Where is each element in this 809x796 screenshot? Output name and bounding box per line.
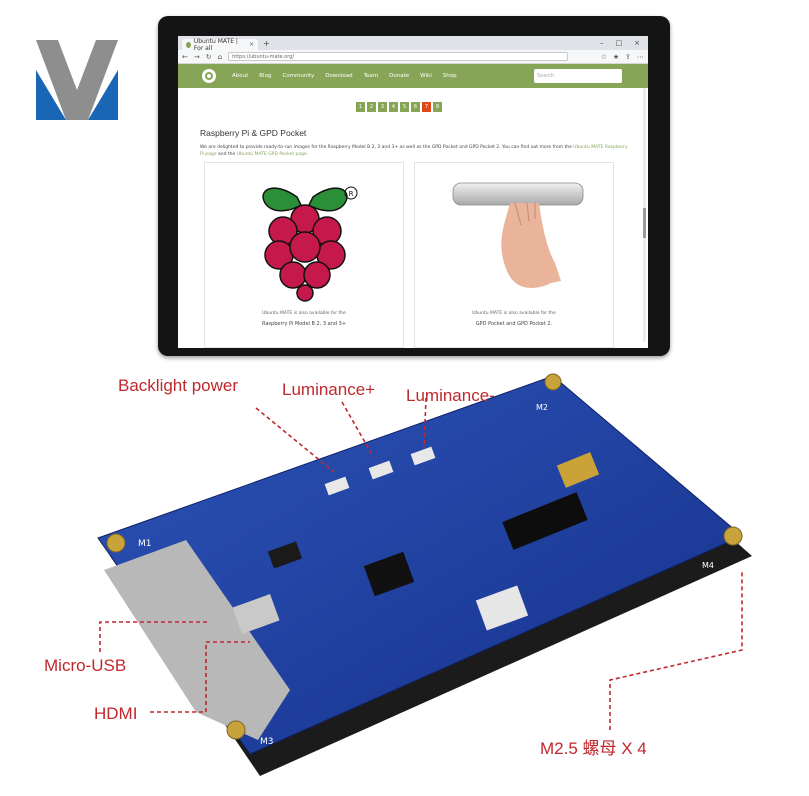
gpd-pocket-card[interactable]: Ubuntu MATE is also available for the GP… [414,162,614,348]
lcd-driver-board: M1 M2 M3 M4 [97,373,752,776]
browser-window: Ubuntu MATE | For all × + – □ × ← → ↻ ⌂ … [178,36,648,348]
raspberry-pi-link[interactable]: Ubuntu MATE Raspberry Pi page [200,145,628,157]
pager-item[interactable]: 6 [411,102,420,112]
minimize-button[interactable]: – [600,39,604,47]
nav-community[interactable]: Community [282,73,315,79]
pager-item[interactable]: 5 [400,102,409,112]
callout-luminance-minus: Luminance- [406,386,495,405]
tab-close-icon[interactable]: × [248,41,254,48]
share-icon[interactable]: ⇪ [625,52,631,61]
brand-logo [36,40,118,120]
home-button[interactable]: ⌂ [217,52,223,61]
site-header: About Blog Community Download Team Donat… [178,64,648,88]
callout-backlight-power: Backlight power [118,376,239,395]
board-label-m1: M1 [138,539,152,549]
new-tab-button[interactable]: + [263,38,270,48]
favicon-icon [186,41,191,48]
pager-item[interactable]: 4 [389,102,398,112]
pager-item-active[interactable]: 7 [422,102,431,112]
callout-hdmi: HDMI [94,704,138,723]
gpd-pocket-link[interactable]: Ubuntu MATE GPD Pocket page. [236,152,309,157]
nav-wiki[interactable]: Wiki [420,73,432,79]
gpd-pocket-hand-image [452,182,584,288]
nav-download[interactable]: Download [325,73,353,79]
pager-item[interactable]: 3 [378,102,387,112]
url-text: https://ubuntu-mate.org/ [232,54,295,60]
tab-title: Ubuntu MATE | For all [193,37,238,52]
forward-button[interactable]: → [193,52,200,61]
svg-text:R: R [349,190,354,198]
raspberry-pi-card[interactable]: R Ubuntu MATE is also available for the … [204,162,404,348]
callout-luminance-plus: Luminance+ [282,380,376,399]
pager-item[interactable]: 1 [356,102,365,112]
nav-blog[interactable]: Blog [259,73,272,79]
pager-item[interactable]: 8 [433,102,442,112]
address-bar[interactable]: https://ubuntu-mate.org/ [228,52,569,61]
display-monitor: Ubuntu MATE | For all × + – □ × ← → ↻ ⌂ … [158,16,670,356]
section-title: Raspberry Pi & GPD Pocket [200,128,307,138]
board-label-m3: M3 [260,737,274,747]
favorites-icon[interactable]: ★ [612,52,620,61]
nav-donate[interactable]: Donate [389,73,410,79]
card-caption-line2: Raspberry Pi Model B 2, 3 and 3+ [261,321,347,327]
close-window-button[interactable]: × [634,39,640,47]
card-caption-line1: Ubuntu MATE is also available for the [472,311,556,316]
bookmark-star-icon[interactable]: ☆ [600,52,607,61]
raspberry-pi-logo-icon: R [262,186,358,302]
site-search-input[interactable]: Search [534,69,622,83]
nav-about[interactable]: About [232,73,249,79]
browser-tabbar: Ubuntu MATE | For all × + – □ × [178,36,648,52]
board-label-m2: M2 [536,403,548,412]
section-text-body: We are delighted to provide ready-to-run… [200,145,574,150]
ubuntu-mate-logo-icon[interactable] [202,69,216,83]
menu-icon[interactable]: ⋯ [637,52,644,61]
slide-pager: 1 2 3 4 5 6 7 8 [356,102,442,112]
board-label-m4: M4 [702,561,714,570]
section-text-and: and the [216,152,237,157]
site-nav: About Blog Community Download Team Donat… [232,73,457,79]
section-text: We are delighted to provide ready-to-run… [200,144,630,158]
maximize-button[interactable]: □ [615,39,623,47]
page-scrollbar[interactable] [643,88,646,342]
browser-tab[interactable]: Ubuntu MATE | For all × [182,37,258,52]
card-caption-line1: Ubuntu MATE is also available for the [262,311,346,316]
callout-m25-nuts: M2.5 螺母 X 4 [540,739,647,758]
nav-shop[interactable]: Shop [442,73,457,79]
reload-button[interactable]: ↻ [205,52,212,61]
card-caption-line2: GPD Pocket and GPD Pocket 2. [475,321,553,327]
nav-team[interactable]: Team [363,73,379,79]
browser-navbar: ← → ↻ ⌂ https://ubuntu-mate.org/ ☆ ★ ⇪ ⋯ [178,50,648,64]
scrollbar-thumb[interactable] [643,208,646,238]
back-button[interactable]: ← [182,52,188,61]
callout-micro-usb: Micro-USB [44,656,127,675]
pager-item[interactable]: 2 [367,102,376,112]
